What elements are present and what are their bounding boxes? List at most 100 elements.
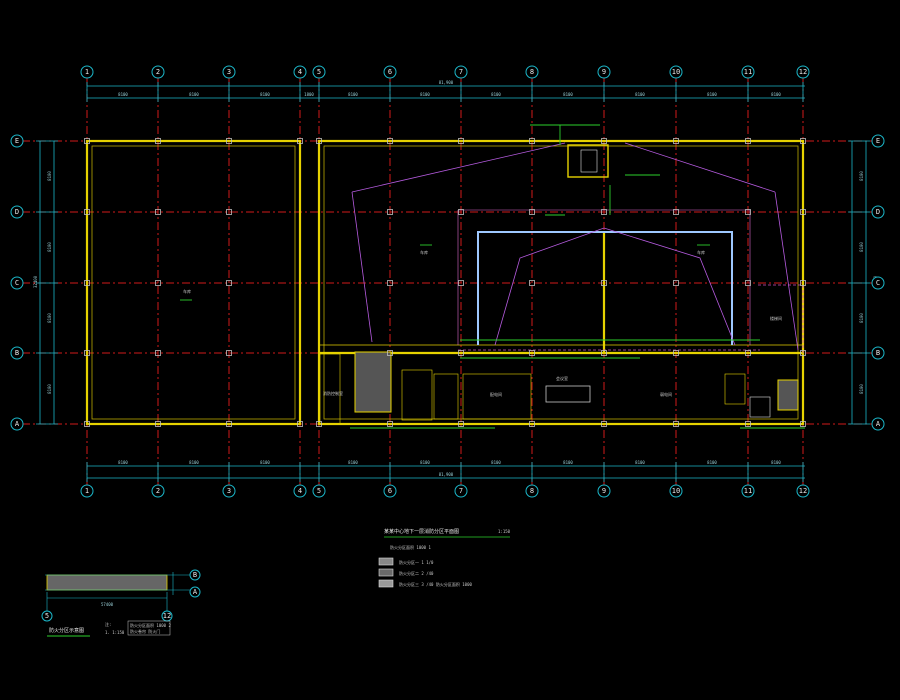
column-10-A (673, 421, 679, 427)
column-2-D (155, 209, 161, 215)
axis-bottom-7-circle (454, 484, 468, 498)
column-8-C (529, 280, 535, 286)
axis-top-8-circle (525, 65, 539, 79)
axis-bottom-6: 6 (388, 487, 392, 495)
legend-item-2: 防火分区二 2 /40 (399, 570, 434, 576)
axis-bottom-3-circle (222, 484, 236, 498)
column-10-E (673, 138, 679, 144)
dim-3-4: 8100 (260, 92, 270, 97)
axis-top-11-circle (741, 65, 755, 79)
dim-bottom-11-12: 8100 (771, 460, 781, 465)
room-label-garage-middle: 车库 (420, 249, 428, 255)
legend-item-1: 防火分区一 1 1/0 (399, 559, 434, 565)
key-plan-dim: 57400 (101, 602, 114, 607)
axis-left-D: D (15, 208, 19, 216)
column-3-A (226, 421, 232, 427)
column-11-B (745, 350, 751, 356)
axis-top-3: 3 (227, 68, 231, 76)
column-8-A (529, 421, 535, 427)
axis-top-1: 1 (85, 68, 89, 76)
column-7-E (458, 138, 464, 144)
column-4-E (297, 138, 303, 144)
axis-top-5-circle (312, 65, 326, 79)
key-plan-axis-12: 12 (163, 612, 171, 620)
column-11-E (745, 138, 751, 144)
column-12-C (800, 280, 806, 286)
axis-bottom-9-circle (597, 484, 611, 498)
axis-right-B-circle (871, 346, 885, 360)
column-12-D (800, 209, 806, 215)
top-dimension-labels: 8100 8100 8100 1800 8100 8100 8100 8100 … (118, 80, 781, 477)
legend-item-3: 防火分区三 3 /40 防火分区面积 1000 (399, 581, 472, 587)
column-6-C (387, 280, 393, 286)
axis-top-8: 8 (530, 68, 534, 76)
dim-11-12: 8100 (771, 92, 781, 97)
legend-swatch-1 (378, 557, 394, 566)
room-label-control: 消防控制室 (323, 390, 343, 396)
column-2-E (155, 138, 161, 144)
axis-bottom-3: 3 (227, 487, 231, 495)
axis-top-12: 12 (799, 68, 807, 76)
column-10-C (673, 280, 679, 286)
column-6-B (387, 350, 393, 356)
axis-top-2-circle (151, 65, 165, 79)
axis-top-5: 5 (317, 68, 321, 76)
column-8-E (529, 138, 535, 144)
column-9-B (601, 350, 607, 356)
side-dim-right-E-D: 8100 (859, 171, 864, 181)
axis-right-A-circle (871, 417, 885, 431)
axis-bottom-1-circle (80, 484, 94, 498)
evacuation-routes (351, 142, 799, 351)
dim-4-5: 1800 (304, 92, 314, 97)
dim-bottom-3-4: 8100 (260, 460, 270, 465)
axis-bottom-6-circle (383, 484, 397, 498)
axis-right-D: D (876, 208, 880, 216)
axis-top-2: 2 (156, 68, 160, 76)
column-9-D (601, 209, 607, 215)
column-4-A (297, 421, 303, 427)
column-7-B (458, 350, 464, 356)
key-plan: 57400 5 12 B A 防火分区示意图 (41, 569, 201, 637)
axis-bottom-4: 4 (298, 487, 302, 495)
dim-bottom-10-11: 8100 (707, 460, 717, 465)
axis-right-E-circle (871, 134, 885, 148)
drawing-scale: 1:150 (498, 529, 511, 534)
axis-right-D-circle (871, 205, 885, 219)
axis-top-9: 9 (602, 68, 606, 76)
axis-right-C: C (876, 279, 880, 287)
axis-right-A: A (876, 420, 881, 428)
dim-8-9: 8100 (563, 92, 573, 97)
axis-left-B: B (15, 349, 19, 357)
ramp-outline (477, 231, 733, 345)
column-9-A (601, 421, 607, 427)
axis-top-10-circle (669, 65, 683, 79)
notes-box (127, 620, 171, 636)
column-7-D (458, 209, 464, 215)
column-12-E (800, 138, 806, 144)
axis-left-E-circle (10, 134, 24, 148)
column-6-E (387, 138, 393, 144)
axis-bottom-2: 2 (156, 487, 160, 495)
axis-top-11: 11 (744, 68, 752, 76)
meeting-table (545, 385, 591, 403)
lower-rooms (319, 144, 799, 425)
axis-top-4: 4 (298, 68, 302, 76)
axis-bottom-5: 5 (317, 487, 321, 495)
hatched-shaft-right (777, 379, 799, 411)
dim-bottom-7-8: 8100 (491, 460, 501, 465)
room-label-garage-left: 车库 (183, 288, 191, 294)
axis-top-10: 10 (672, 68, 680, 76)
dim-1-2: 8100 (118, 92, 128, 97)
axis-bottom-8-circle (525, 484, 539, 498)
dim-bottom-1-2: 8100 (118, 460, 128, 465)
dim-2-3: 8100 (189, 92, 199, 97)
dim-bottom-9-10: 8100 (635, 460, 645, 465)
room-label-weak-current: 弱电间 (660, 391, 672, 397)
column-11-A (745, 421, 751, 427)
axis-left-D-circle (10, 205, 24, 219)
building-walls (85, 139, 805, 426)
axis-top-12-circle (796, 65, 810, 79)
note-line-2: 1. 1:150 (105, 630, 125, 635)
